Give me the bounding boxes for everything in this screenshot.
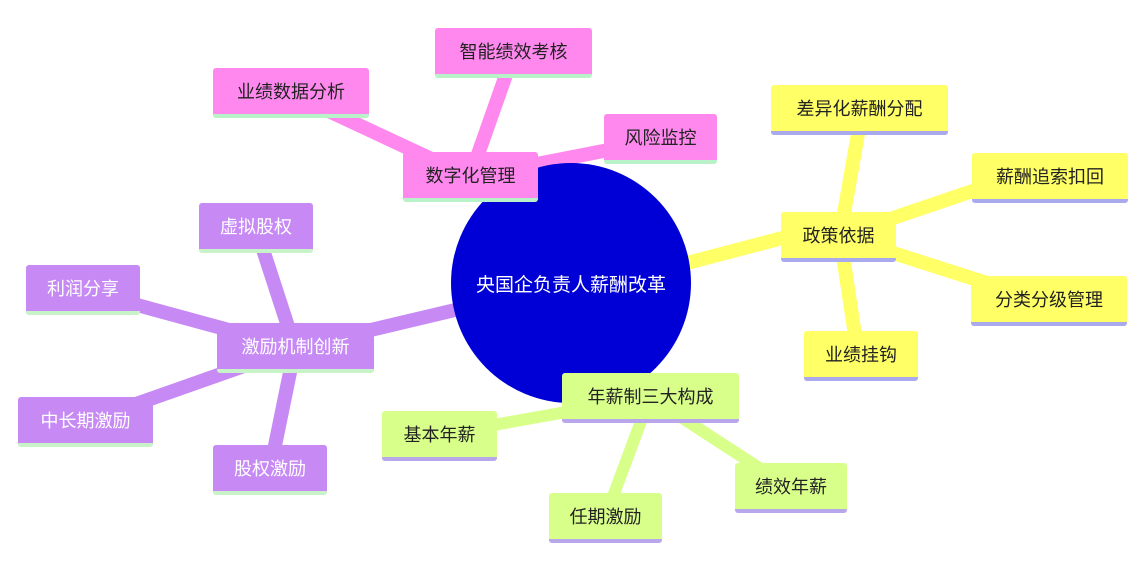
node-long-term-incentive[interactable]: 中长期激励 (18, 397, 153, 447)
node-performance-linked[interactable]: 业绩挂钩 (804, 331, 918, 381)
node-virtual-equity[interactable]: 虚拟股权 (199, 203, 313, 253)
node-risk-monitoring[interactable]: 风险监控 (604, 114, 717, 164)
node-digital-management[interactable]: 数字化管理 (403, 152, 538, 202)
node-performance-data-analysis[interactable]: 业绩数据分析 (213, 68, 369, 118)
node-policy-basis[interactable]: 政策依据 (781, 212, 896, 262)
node-incentive-innovation[interactable]: 激励机制创新 (217, 323, 374, 373)
node-tenure-incentive[interactable]: 任期激励 (549, 493, 662, 543)
center-node[interactable]: 央国企负责人薪酬改革 (451, 163, 691, 403)
center-node-label: 央国企负责人薪酬改革 (475, 273, 666, 296)
node-differentiated-pay[interactable]: 差异化薪酬分配 (771, 85, 948, 135)
node-base-salary[interactable]: 基本年薪 (382, 411, 497, 461)
node-annual-salary-structure[interactable]: 年薪制三大构成 (562, 373, 739, 423)
node-pay-clawback[interactable]: 薪酬追索扣回 (972, 153, 1128, 203)
edge-center-policy (684, 229, 797, 269)
node-equity-incentive[interactable]: 股权激励 (213, 445, 327, 495)
node-performance-salary[interactable]: 绩效年薪 (735, 463, 847, 513)
node-smart-performance-review[interactable]: 智能绩效考核 (435, 28, 592, 78)
node-tiered-management[interactable]: 分类分级管理 (971, 276, 1127, 326)
node-profit-sharing[interactable]: 利润分享 (26, 265, 140, 315)
